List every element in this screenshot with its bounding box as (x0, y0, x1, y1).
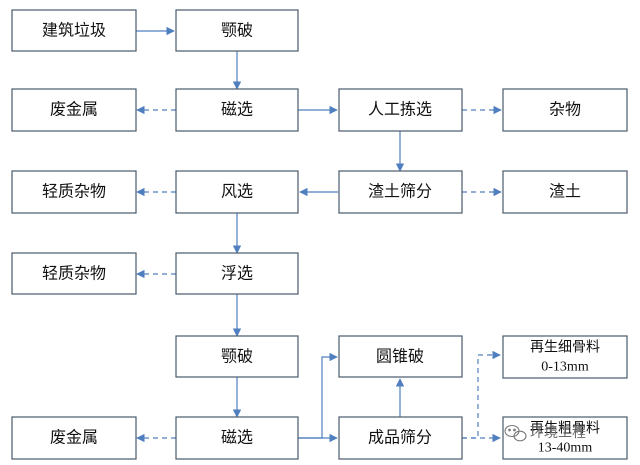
box-fine-aggregate (502, 335, 628, 379)
wechat-icon (504, 424, 527, 442)
box-magnetic-sep-2 (175, 416, 299, 460)
box-debris (502, 88, 628, 132)
label-fine-aggregate-line2: 0-13mm (541, 360, 589, 375)
dashed-product-to-fine (462, 350, 501, 439)
label-scrap-metal-2: 废金属 (50, 429, 98, 447)
box-jaw-crusher-1 (175, 9, 299, 52)
label-construction-waste: 建筑垃圾 (42, 22, 106, 40)
label-fine-aggregate-line1: 再生细骨料 (530, 340, 600, 356)
box-light-debris-2 (11, 252, 137, 295)
box-product-screening (338, 416, 463, 460)
box-magnetic-sep-1 (175, 88, 299, 132)
box-construction-waste (11, 9, 137, 52)
connectors (136, 26, 502, 443)
label-product-screening: 成品筛分 (368, 428, 432, 447)
label-light-debris-1: 轻质杂物 (42, 183, 106, 201)
label-debris: 杂物 (549, 101, 581, 119)
box-scrap-metal-2 (11, 416, 137, 460)
watermark: 环境工程 (504, 424, 586, 442)
box-scrap-metal-1 (11, 88, 137, 132)
arrow-magnetic2-to-cone (298, 352, 338, 439)
label-flotation: 浮选 (221, 265, 253, 283)
label-jaw-crusher-2: 颚破 (221, 348, 253, 366)
label-scrap-metal-1: 废金属 (50, 101, 98, 119)
box-cone-crusher (338, 335, 463, 378)
boxes (11, 9, 628, 460)
label-magnetic-sep-2: 磁选 (221, 429, 253, 447)
label-soil-screening: 渣土筛分 (368, 182, 432, 201)
label-air-sep: 风选 (221, 183, 253, 201)
label-coarse-aggregate-line1: 再生粗骨料 (530, 421, 600, 437)
label-cone-crusher: 圆锥破 (376, 348, 424, 366)
label-coarse-aggregate-line2: 13-40mm (538, 441, 593, 456)
label-jaw-crusher-1: 颚破 (221, 22, 253, 40)
labels: 建筑垃圾 颚破 废金属 磁选 人工拣选 杂物 轻质杂物 风选 渣土筛分 渣土 轻… (42, 22, 600, 456)
label-manual-sorting: 人工拣选 (368, 101, 432, 119)
box-coarse-aggregate (502, 416, 628, 460)
label-light-debris-2: 轻质杂物 (42, 265, 106, 283)
box-soil-screening (338, 170, 463, 214)
box-light-debris-1 (11, 170, 137, 214)
label-muck-soil: 渣土 (549, 183, 581, 201)
box-air-sep (175, 170, 299, 214)
box-jaw-crusher-2 (175, 335, 299, 378)
box-flotation (175, 252, 299, 295)
watermark-text: 环境工程 (530, 425, 586, 441)
box-manual-sorting (338, 88, 463, 132)
label-magnetic-sep-1: 磁选 (221, 101, 253, 119)
box-muck-soil (502, 170, 628, 214)
